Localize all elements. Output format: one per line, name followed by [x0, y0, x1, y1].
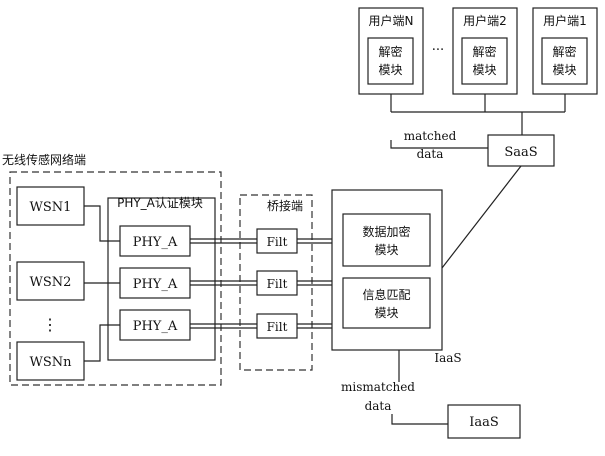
phy-a-block-3 — [119, 309, 191, 341]
wsn-node-label: WSN2 — [30, 275, 72, 290]
matching-module-line2: 模块 — [374, 306, 398, 320]
user-terminal-2: 用户端2 解密 模块 — [452, 7, 518, 95]
user-terminal-1: 用户端1 解密 模块 — [532, 7, 598, 95]
phy-a-label: PHY_A — [133, 277, 178, 292]
filt-iaas-connectors — [297, 238, 332, 329]
wsn-node-label: WSNn — [29, 355, 72, 370]
iaas-storage-box — [447, 404, 521, 439]
bridge-group-label: 桥接端 — [267, 198, 303, 213]
saas-box — [487, 134, 555, 167]
mismatched-data-connector — [391, 414, 448, 425]
wsn-node-2 — [16, 261, 85, 301]
user-terminal-n: 用户端N 解密 模块 — [358, 7, 424, 95]
wsn1-phy-connector — [84, 205, 120, 242]
filt-block-2 — [256, 270, 298, 296]
iaas-storage-label: IaaS — [469, 415, 499, 430]
phy-group-label: PHY_A认证模块 — [117, 196, 203, 210]
decrypt-module — [541, 37, 588, 85]
user-bus-connector — [390, 94, 566, 135]
phy-a-label: PHY_A — [133, 319, 178, 334]
encryption-module-line2: 模块 — [374, 243, 398, 257]
matched-label-line2: data — [417, 147, 444, 161]
mismatched-label-line1: mismatched — [341, 380, 415, 394]
wsn-group-boundary — [9, 171, 222, 386]
decrypt-module-line1: 解密 — [472, 44, 496, 59]
encryption-module-line1: 数据加密 — [362, 224, 410, 239]
user-ellipsis: ... — [432, 39, 444, 54]
matching-module-line1: 信息匹配 — [362, 287, 410, 302]
user-terminal-label: 用户端1 — [543, 13, 587, 28]
mismatched-label-line2: data — [365, 399, 392, 413]
info-matching-module — [342, 277, 431, 329]
iaas-inline-label: IaaS — [434, 351, 461, 365]
bridge-group-boundary — [239, 194, 313, 371]
decrypt-module-line2: 模块 — [378, 63, 402, 77]
wsnn-phy-connector — [84, 324, 120, 362]
decrypt-module — [367, 37, 414, 85]
wsn-ellipsis: ⋮ — [42, 315, 58, 334]
data-encryption-module — [342, 213, 431, 267]
user-terminal-label: 用户端2 — [463, 13, 507, 28]
user-terminal-label: 用户端N — [369, 13, 414, 28]
wsn-node-label: WSN1 — [30, 200, 72, 215]
phy-filt-connectors — [190, 238, 257, 329]
wsn-group-label: 无线传感网络端 — [2, 152, 86, 167]
filt-block-1 — [256, 228, 298, 254]
phy-a-block-1 — [119, 225, 191, 257]
matched-data-connector — [390, 140, 488, 149]
decrypt-module-line2: 模块 — [472, 63, 496, 77]
saas-label: SaaS — [504, 145, 537, 160]
phy-a-label: PHY_A — [133, 235, 178, 250]
decrypt-module — [461, 37, 508, 85]
decrypt-module-line1: 解密 — [378, 44, 402, 59]
decrypt-module-line2: 模块 — [552, 63, 576, 77]
filt-block-3 — [256, 313, 298, 339]
filt-label: Filt — [267, 320, 288, 334]
filt-label: Filt — [267, 235, 288, 249]
iaas-saas-connector — [441, 165, 522, 269]
filt-label: Filt — [267, 277, 288, 291]
decrypt-module-line1: 解密 — [552, 44, 576, 59]
phy-a-block-2 — [119, 267, 191, 299]
matched-label-line1: matched — [404, 129, 457, 143]
